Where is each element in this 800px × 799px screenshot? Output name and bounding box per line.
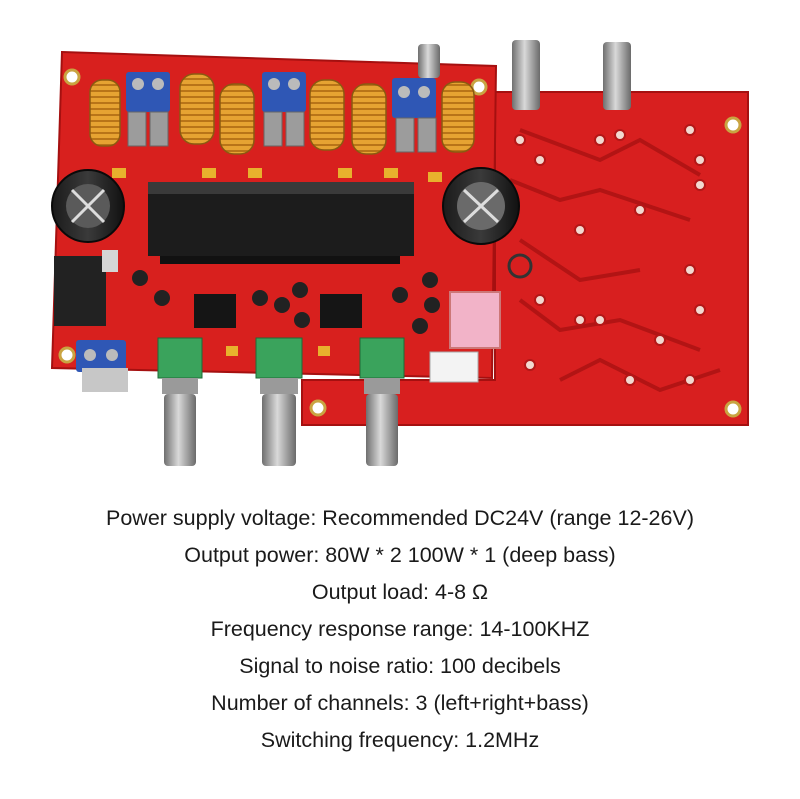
heatsink <box>148 182 414 264</box>
spec-power-supply: Power supply voltage: Recommended DC24V … <box>106 506 694 530</box>
solder-pads <box>514 124 706 386</box>
top-potentiometer-shafts <box>418 40 631 110</box>
board-label-ring <box>507 253 533 279</box>
spec-list: Power supply voltage: Recommended DC24V … <box>0 500 800 759</box>
spec-output-load: Output load: 4-8 Ω <box>311 580 489 604</box>
spec-switching-frequency: Switching frequency: 1.2MHz <box>260 728 540 752</box>
spec-frequency-response: Frequency response range: 14-100KHZ <box>210 617 590 641</box>
yellow-caps <box>112 168 442 356</box>
speaker-terminal-blocks <box>76 72 436 392</box>
film-capacitors <box>127 111 437 153</box>
spec-snr: Signal to noise ratio: 100 decibels <box>239 654 561 678</box>
input-header <box>429 351 479 383</box>
bottom-potentiometers <box>157 337 405 466</box>
mounting-holes <box>58 68 742 418</box>
amplifier-board-photo <box>50 40 749 466</box>
spec-output-power: Output power: 80W * 2 100W * 1 (deep bas… <box>184 543 616 567</box>
electrolytic-capacitors <box>51 167 520 245</box>
small-components <box>54 250 440 334</box>
audio-input-jack <box>449 291 501 349</box>
spec-channels: Number of channels: 3 (left+right+bass) <box>211 691 589 715</box>
inductor-coils <box>89 73 475 155</box>
